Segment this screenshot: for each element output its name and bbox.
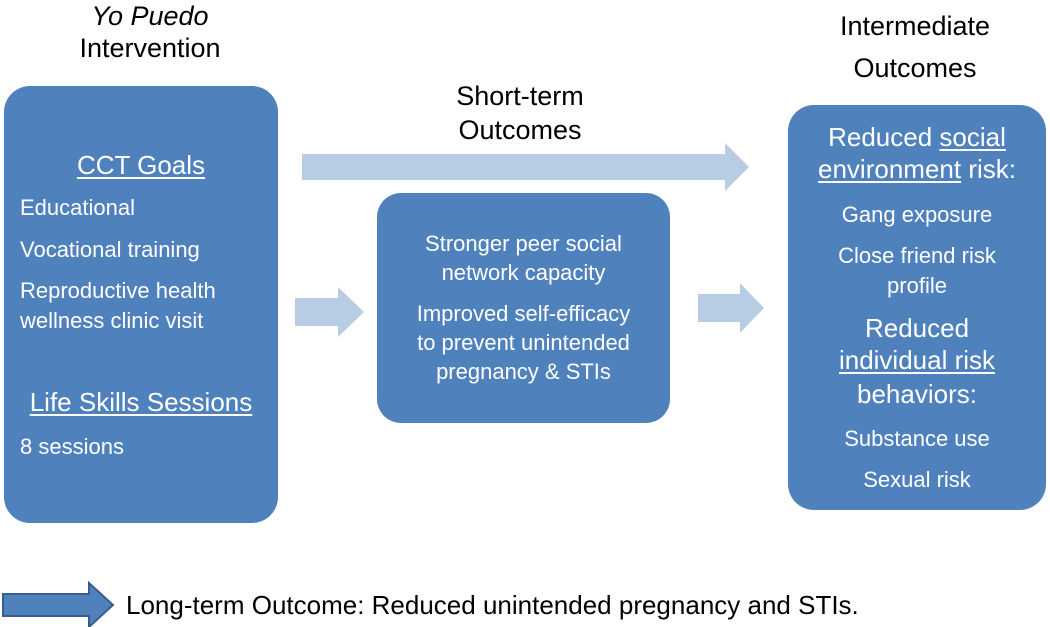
- short-term-line: pregnancy & STIs: [436, 359, 611, 384]
- social-risk-underlined: environment: [818, 154, 962, 184]
- short-term-heading-line: Outcomes: [458, 115, 582, 145]
- social-risk-item: profile: [887, 273, 947, 298]
- short-term-line: to prevent unintended: [417, 330, 630, 355]
- intervention-name: Yo Puedo: [91, 1, 209, 31]
- life-skills-item: 8 sessions: [20, 434, 124, 459]
- individual-risk-heading-line3: behaviors:: [857, 379, 977, 409]
- legend-long-term-outcome: Long-term Outcome: Reduced unintended pr…: [126, 590, 859, 620]
- individual-risk-heading-line2: individual risk: [838, 345, 996, 375]
- arrow-intervention-to-intermediate: [302, 143, 749, 191]
- life-skills-title: Life Skills Sessions: [29, 387, 253, 417]
- social-risk-text: Reduced: [828, 122, 940, 152]
- social-risk-text: risk:: [961, 154, 1016, 184]
- intervention-box: CCT Goals Educational Vocational trainin…: [4, 86, 278, 523]
- individual-risk-heading-line1: Reduced: [864, 313, 970, 343]
- individual-risk-item: Sexual risk: [863, 467, 971, 492]
- short-term-line: network capacity: [441, 260, 606, 285]
- cct-goals-title: CCT Goals: [76, 150, 206, 180]
- short-term-heading: Short-term Outcomes: [400, 80, 640, 146]
- social-risk-heading-line2: environment risk:: [788, 154, 1046, 185]
- intermediate-heading: Intermediate Outcomes: [790, 10, 1040, 84]
- cct-item: wellness clinic visit: [20, 308, 204, 333]
- legend-arrow-icon: [2, 580, 115, 627]
- cct-item: Educational: [20, 195, 135, 220]
- short-term-heading-line: Short-term: [456, 81, 584, 111]
- intermediate-heading-line: Intermediate: [839, 11, 991, 41]
- intervention-heading: Yo Puedo Intervention: [40, 0, 260, 64]
- social-risk-item: Gang exposure: [841, 202, 993, 227]
- cct-item: Reproductive health: [20, 278, 216, 303]
- intermediate-box: Reduced social environment risk: Gang ex…: [788, 105, 1046, 510]
- social-risk-underlined: social: [939, 122, 1006, 152]
- cct-item: Vocational training: [20, 237, 200, 262]
- short-term-line: Improved self-efficacy: [416, 301, 631, 326]
- social-risk-heading-line1: Reduced social: [788, 122, 1046, 153]
- intervention-label: Intervention: [79, 33, 221, 63]
- intermediate-heading-line: Outcomes: [853, 53, 977, 83]
- arrow-short-term-to-intermediate: [698, 283, 764, 333]
- individual-risk-item: Substance use: [844, 426, 990, 451]
- short-term-line: Stronger peer social: [425, 231, 622, 256]
- short-term-box: Stronger peer social network capacity Im…: [377, 193, 670, 423]
- social-risk-item: Close friend risk: [838, 243, 996, 268]
- arrow-intervention-to-short-term: [295, 287, 364, 337]
